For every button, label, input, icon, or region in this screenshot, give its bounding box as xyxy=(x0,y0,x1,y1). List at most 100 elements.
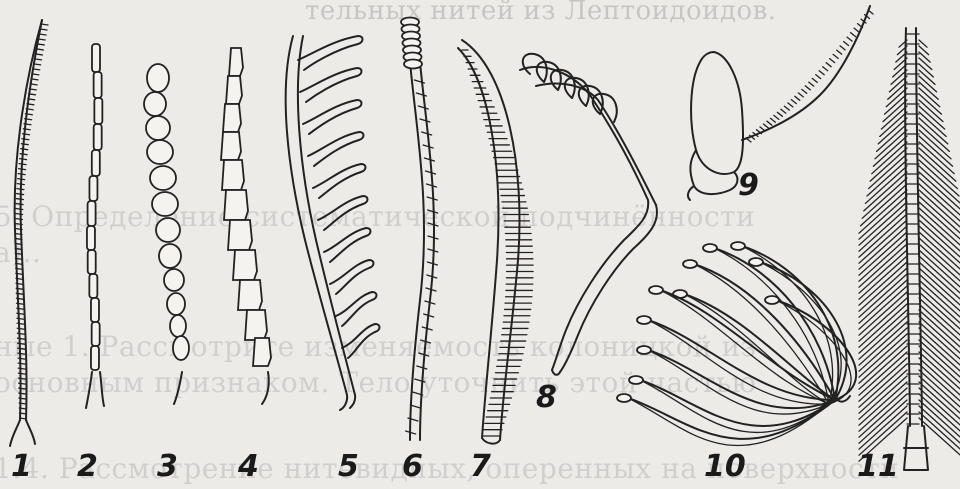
antenna-2-segment xyxy=(91,346,99,370)
antenna-9-hair xyxy=(823,67,828,71)
antenna-6-drawing xyxy=(401,18,438,441)
antenna-3-segment xyxy=(173,336,189,360)
antenna-7-drawing xyxy=(458,40,533,444)
antenna-10-lamella-tip xyxy=(683,260,697,268)
antenna-11-barb-right xyxy=(919,106,945,129)
antenna-1-segment-line xyxy=(19,169,26,170)
antenna-1-segment-line xyxy=(17,184,24,185)
antenna-4-segment xyxy=(253,338,271,366)
antenna-6-segment-line xyxy=(420,119,430,122)
antenna-10-drawing xyxy=(617,242,856,446)
antenna-9-hair xyxy=(805,86,810,90)
antenna-3-segment xyxy=(164,269,184,291)
antenna-9-hair xyxy=(812,78,817,82)
antenna-1-segment-line xyxy=(38,39,45,40)
antenna-9-hair xyxy=(791,100,796,104)
antenna-1-segment-line xyxy=(18,179,25,180)
antenna-10-lamella xyxy=(684,294,835,400)
antenna-9-drawing xyxy=(688,6,873,200)
antenna-3-segment xyxy=(147,140,173,164)
antenna-9-hair xyxy=(847,37,852,41)
antenna-9-hair xyxy=(833,54,838,58)
antenna-11-barb-left xyxy=(875,130,907,159)
antenna-9-hair xyxy=(802,89,807,93)
antenna-9-hair xyxy=(837,50,842,54)
antenna-2-segment xyxy=(92,150,100,176)
antenna-2-segment xyxy=(89,274,97,298)
label-5: 5 xyxy=(338,452,359,482)
antenna-3-drawing xyxy=(144,64,189,404)
antenna-9-hair xyxy=(767,121,772,125)
antenna-10-lamella xyxy=(714,248,835,400)
antenna-9-hair xyxy=(763,124,768,128)
antenna-5-branch xyxy=(324,228,371,262)
antenna-4-segment xyxy=(224,190,248,220)
antenna-4-segment xyxy=(233,250,257,280)
antenna-5-branch xyxy=(298,36,363,70)
antenna-11-barb-right xyxy=(919,70,935,84)
antenna-8-drawing xyxy=(520,54,657,375)
label-3: 3 xyxy=(157,452,178,482)
antenna-9-hair xyxy=(788,103,793,107)
antenna-10-lamella-tip xyxy=(749,258,763,266)
antenna-11-drawing xyxy=(859,28,960,470)
antenna-11-barb-right xyxy=(919,40,927,47)
antenna-10-lamella-edge xyxy=(714,248,829,404)
antenna-2-drawing xyxy=(86,44,104,408)
antenna-1-segment-line xyxy=(16,209,23,210)
antenna-5-branch xyxy=(330,260,374,294)
antenna-2-segment xyxy=(94,124,102,150)
antenna-6-club-segment xyxy=(404,60,422,69)
antenna-5-branch xyxy=(336,292,377,326)
antenna-11-barb-left xyxy=(862,178,907,218)
label-8: 8 xyxy=(536,383,557,413)
antenna-4-segment xyxy=(229,48,243,76)
antenna-2-segment xyxy=(92,322,100,346)
antenna-9-hair xyxy=(784,106,789,110)
antenna-11-barb-left xyxy=(883,100,907,122)
antenna-3-segment xyxy=(144,92,166,116)
antenna-5-drawing xyxy=(286,36,380,410)
antenna-3-segment xyxy=(147,64,169,92)
label-1: 1 xyxy=(11,452,32,482)
antenna-11-barb-left xyxy=(872,142,907,174)
antenna-6-segment-line xyxy=(428,210,438,213)
antenna-9-hair xyxy=(809,82,814,86)
antenna-11-barb-right xyxy=(919,130,951,159)
antenna-1-segment-line xyxy=(39,34,46,35)
antenna-1-segment-line xyxy=(36,49,43,50)
antenna-9-hair xyxy=(777,112,782,116)
antenna-11-barb-right xyxy=(919,136,953,166)
antenna-10-lamella-tip xyxy=(637,346,651,354)
antenna-11-barb-left xyxy=(864,172,907,211)
antenna-9-hair xyxy=(816,75,821,79)
antenna-10-lamella-tip xyxy=(731,242,745,250)
antenna-5-branch xyxy=(303,100,362,134)
antenna-11-barb-right xyxy=(919,124,949,151)
label-9: 9 xyxy=(738,171,759,201)
antenna-10-lamella-tip xyxy=(629,376,643,384)
antenna-11-barb-right xyxy=(919,64,933,77)
antenna-3-segment xyxy=(159,244,181,268)
antenna-9-hair xyxy=(844,41,849,45)
antenna-4-segment xyxy=(228,220,252,250)
antenna-9-hair xyxy=(770,118,775,122)
antenna-5-branch xyxy=(308,132,364,166)
antenna-2-segment xyxy=(94,72,102,98)
antenna-1-segment-line xyxy=(16,204,23,205)
antenna-2-segment xyxy=(91,298,99,322)
antenna-9-hair xyxy=(795,96,800,100)
antenna-4-drawing xyxy=(221,48,271,404)
antenna-5-branch xyxy=(342,324,380,358)
antenna-3-segment xyxy=(156,218,180,242)
antenna-9-hair xyxy=(854,28,859,32)
antenna-11-barb-right xyxy=(919,100,943,122)
antenna-2-segment xyxy=(92,44,100,72)
antenna-11-barb-left xyxy=(865,166,907,203)
antenna-2-segment xyxy=(94,98,102,124)
antenna-2-segment xyxy=(87,226,95,250)
antenna-5-branch xyxy=(318,196,368,230)
antenna-4-segment xyxy=(222,160,244,190)
